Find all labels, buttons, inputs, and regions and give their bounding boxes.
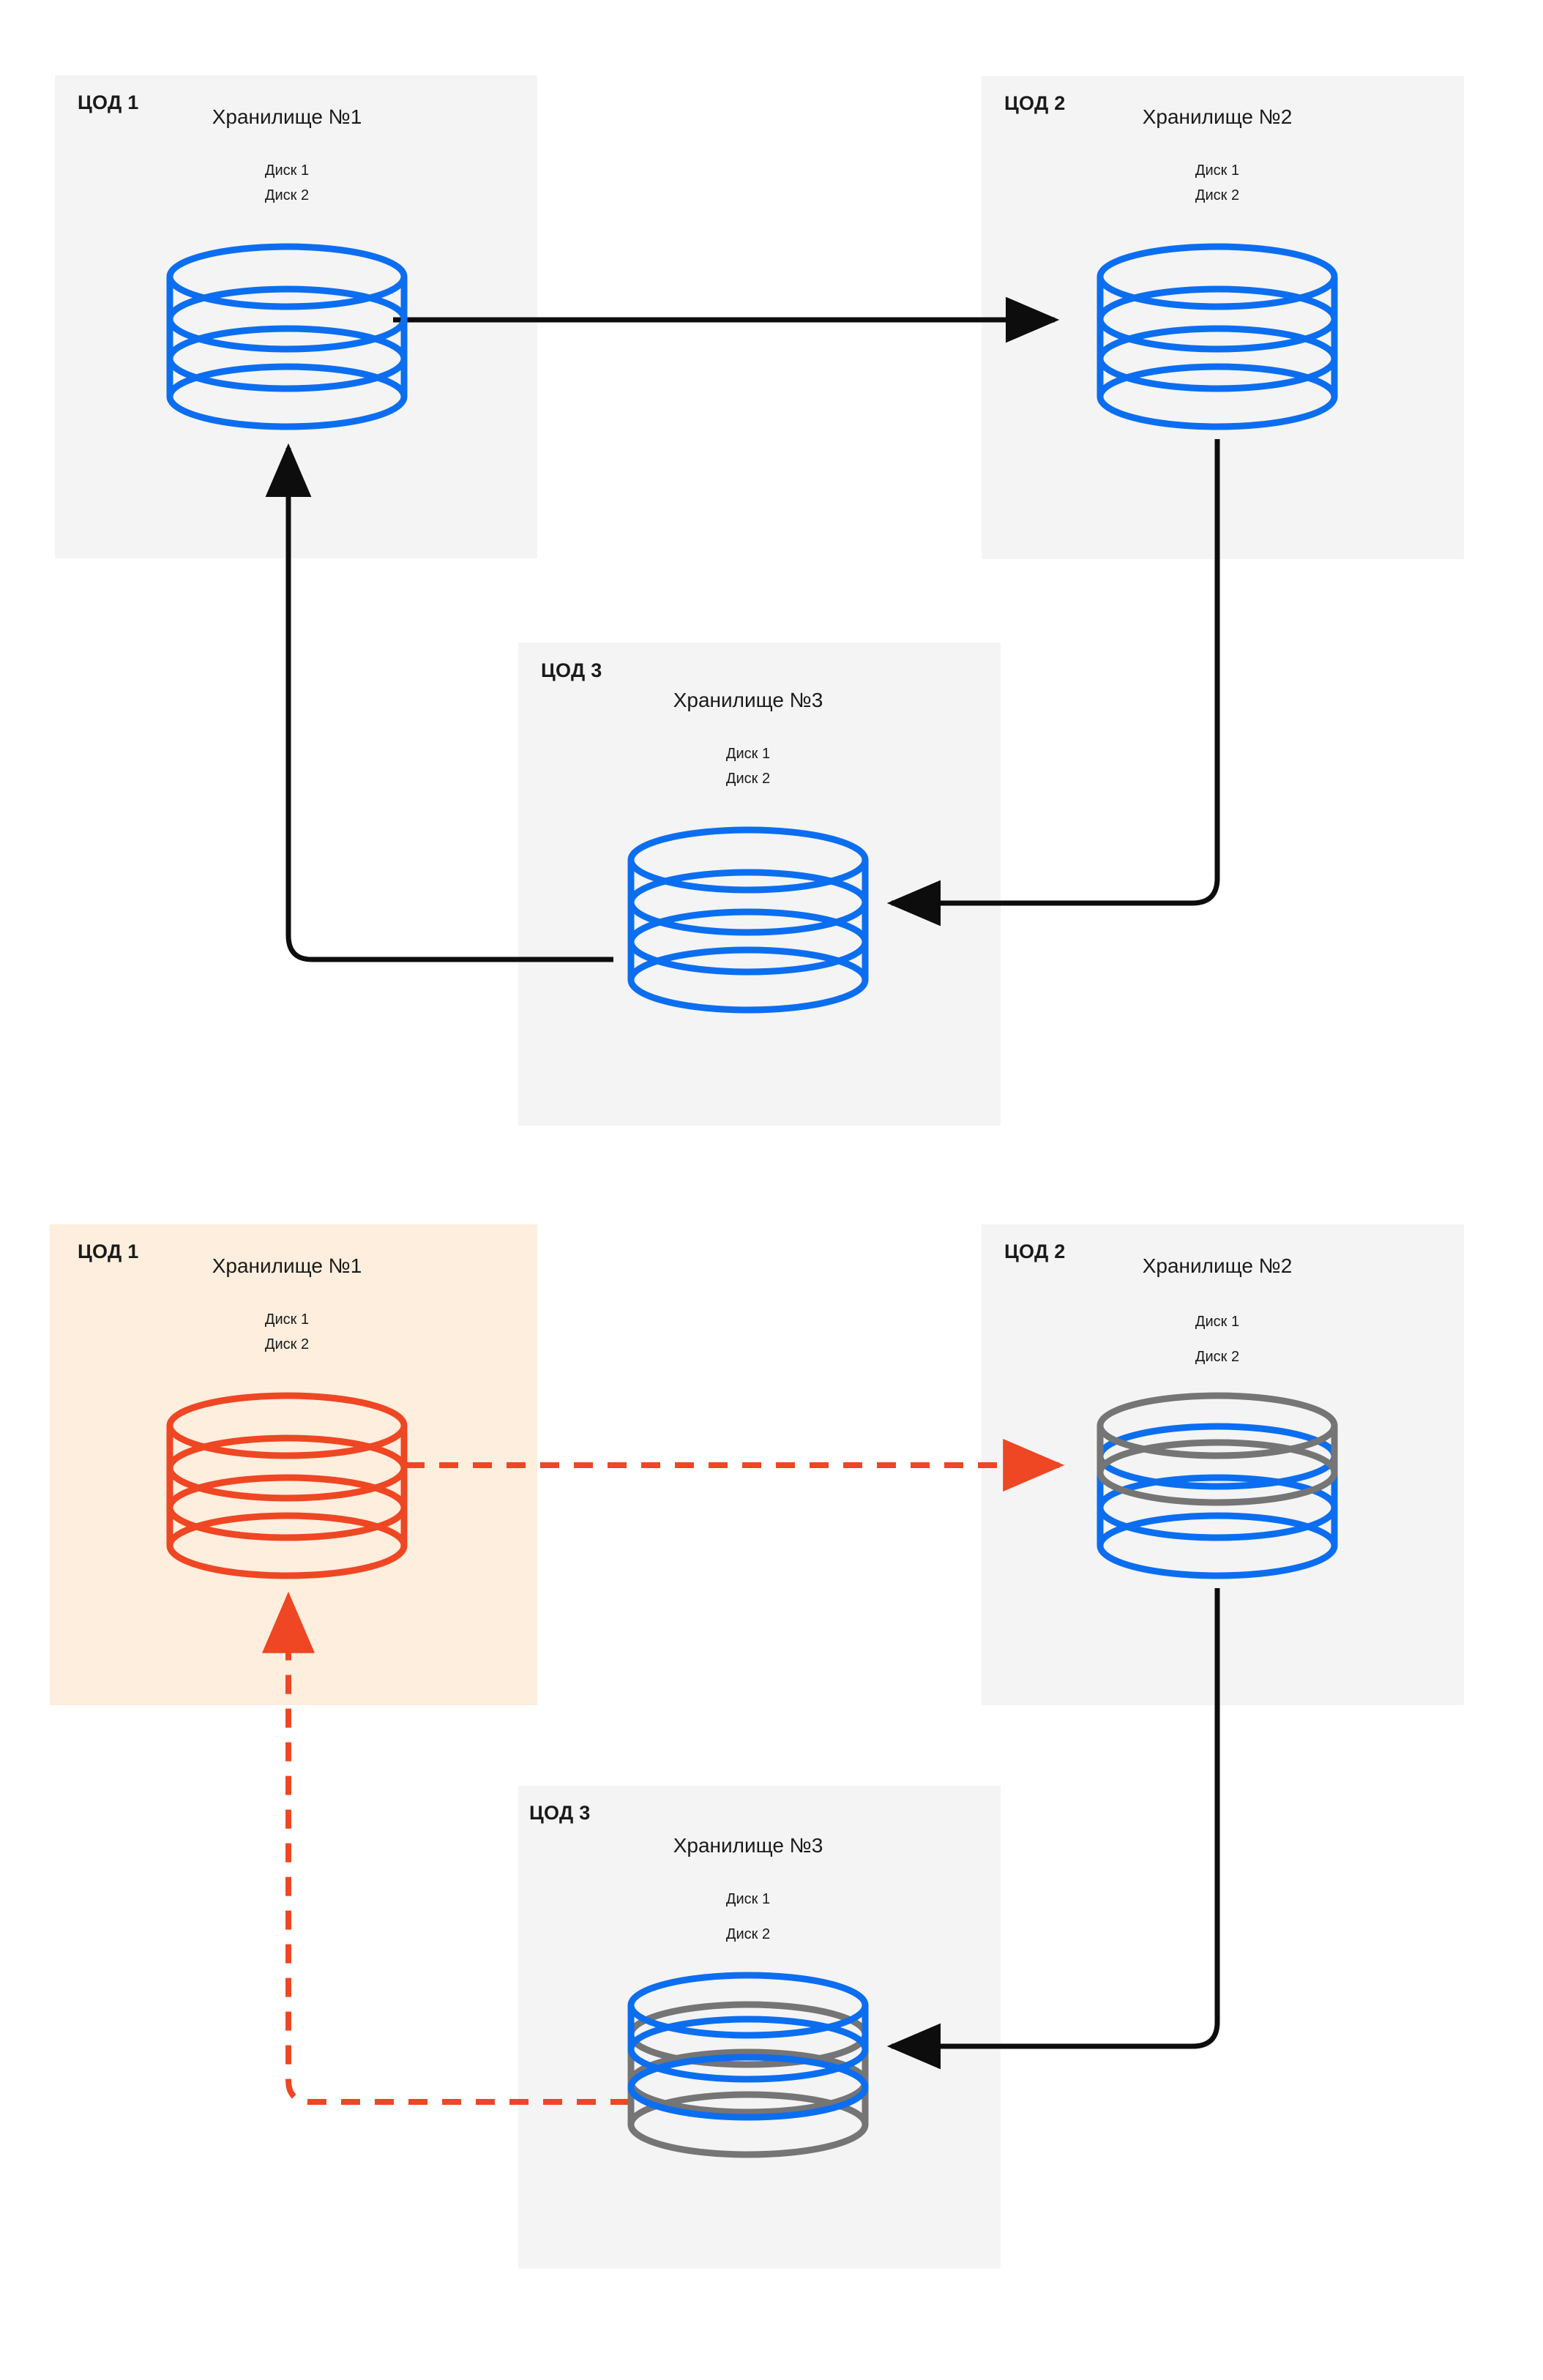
- panel-dc3-bottom: [518, 1786, 1001, 2269]
- storage-1-bottom-title: Хранилище №1: [212, 1254, 362, 1277]
- storage-3-bottom-disk-2: Диск 2: [725, 1926, 771, 1942]
- panel-title-dc3-bottom: ЦОД 3: [529, 1802, 591, 1824]
- storage-3-top-title: Хранилище №3: [673, 689, 823, 711]
- storage-2-bottom-title: Хранилище №2: [1142, 1254, 1293, 1277]
- panel-dc1-top: [55, 75, 537, 558]
- storage-3-bottom-title: Хранилище №3: [673, 1834, 823, 1857]
- panel-dc2-bottom: [982, 1224, 1464, 1705]
- storage-1-bottom-disk-1: Диск 1: [264, 1311, 310, 1328]
- panel-title-dc2-top: ЦОД 2: [1004, 92, 1066, 114]
- storage-3-bottom-disk-1: Диск 1: [725, 1891, 771, 1907]
- storage-1-top-disk-2: Диск 2: [264, 187, 310, 203]
- storage-3-top-disk-1: Диск 1: [725, 746, 771, 762]
- storage-2-top-disk-1: Диск 1: [1195, 162, 1240, 179]
- panel-title-dc1-top: ЦОД 1: [78, 91, 139, 113]
- storage-1-top-title: Хранилище №1: [212, 105, 362, 128]
- panel-title-dc3-top: ЦОД 3: [541, 659, 602, 681]
- storage-1-top-disk-1: Диск 1: [264, 162, 310, 179]
- panel-dc2-top: [982, 76, 1464, 559]
- panel-title-dc2-bottom: ЦОД 2: [1004, 1240, 1066, 1262]
- panel-title-dc1-bottom: ЦОД 1: [78, 1240, 139, 1262]
- storage-2-top-title: Хранилище №2: [1142, 105, 1293, 128]
- storage-2-top-disk-2: Диск 2: [1195, 187, 1240, 203]
- storage-1-bottom-disk-2: Диск 2: [264, 1336, 310, 1352]
- panel-dc1-bottom: [50, 1224, 537, 1705]
- storage-2-bottom-disk-1: Диск 1: [1195, 1314, 1240, 1330]
- storage-2-bottom-disk-2: Диск 2: [1195, 1349, 1240, 1365]
- panel-dc3-top: [518, 643, 1001, 1126]
- storage-3-top-disk-2: Диск 2: [725, 771, 771, 787]
